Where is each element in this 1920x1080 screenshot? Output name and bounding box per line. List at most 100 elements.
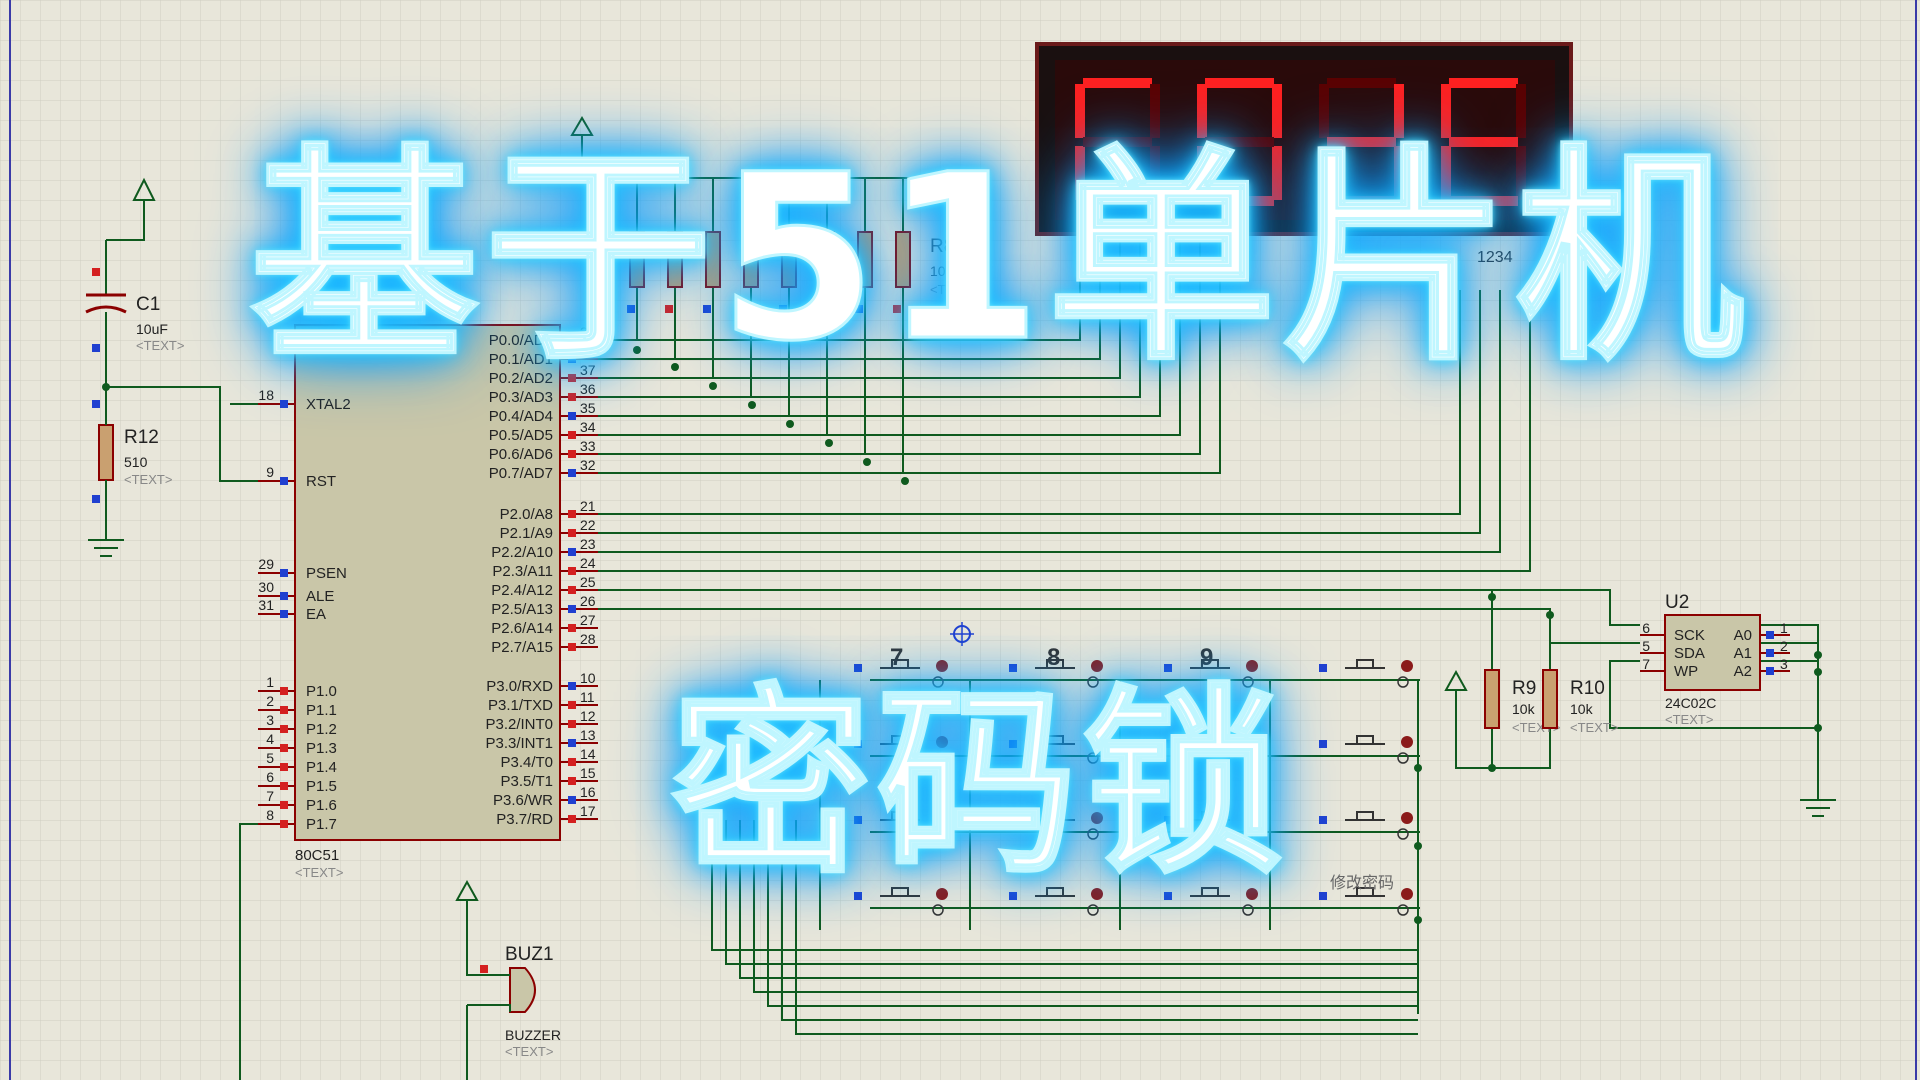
mcu-pin-label: P1.3	[306, 740, 337, 757]
eeprom-pin-number: 7	[1642, 656, 1650, 672]
mcu-pin-number: 8	[266, 807, 274, 823]
keypad-button[interactable]	[1164, 811, 1258, 840]
mcu-pin-label: P2.0/A8	[500, 506, 553, 523]
c1-text: <TEXT>	[136, 338, 184, 353]
resistor-r12[interactable]: R12 510 <TEXT>	[88, 387, 172, 557]
power-terminal-icon	[570, 116, 594, 136]
mcu-pin-label: P3.4/T0	[500, 754, 553, 771]
mcu-pin-label: PSEN	[306, 565, 347, 582]
mcu-pin-number: 10	[580, 670, 596, 686]
mcu-pin-number: 38	[580, 343, 596, 359]
eeprom-pin-label: SCK	[1674, 627, 1705, 644]
eeprom-pin-label: WP	[1674, 663, 1698, 680]
mcu-pin-label: P1.1	[306, 702, 337, 719]
seven-segment-display[interactable]: 1234	[1035, 42, 1573, 266]
mcu-pin-number: 12	[580, 708, 596, 724]
keypad-button[interactable]	[1009, 735, 1103, 764]
mcu-pin-number: 25	[580, 574, 596, 590]
mcu-pin-label: P0.6/AD6	[489, 446, 553, 463]
wire-junctions	[102, 346, 1822, 924]
mcu-pin-label: P1.2	[306, 721, 337, 738]
mcu-pin-label: P1.7	[306, 816, 337, 833]
resistor-network[interactable]	[627, 178, 911, 313]
mcu-pin-label: XTAL2	[306, 396, 351, 413]
mcu-pin-label: P1.4	[306, 759, 337, 776]
mcu-pin-number: 31	[258, 597, 274, 613]
keypad-matrix[interactable]	[854, 659, 1413, 916]
mcu-pin-number: 18	[258, 387, 274, 403]
r12-text: <TEXT>	[124, 472, 172, 487]
keypad-button[interactable]	[1319, 735, 1413, 764]
video-title-line-2: 密码锁	[669, 668, 1289, 901]
mcu-pin-number: 3	[266, 712, 274, 728]
mcu-pin-label: P3.6/WR	[493, 792, 553, 809]
eeprom-pin-label: SDA	[1674, 645, 1705, 662]
keypad-button[interactable]	[854, 659, 948, 688]
r9-ref: R9	[1512, 678, 1536, 699]
seven-segment-digit	[1441, 78, 1526, 206]
key-label-8: 8	[1047, 644, 1060, 671]
mcu-pin-label: P0.1/AD1	[489, 351, 553, 368]
resistor-r10[interactable]: R10 10k <TEXT>	[1542, 669, 1618, 735]
keypad-button[interactable]	[1319, 887, 1413, 916]
keypad-button[interactable]	[1164, 887, 1258, 916]
mcu-pin-number: 30	[258, 579, 274, 595]
capacitor-c1[interactable]: C1 10uF <TEXT>	[85, 177, 184, 387]
buzzer-buz1[interactable]: BUZ1 BUZZER <TEXT>	[455, 879, 561, 1080]
keypad-button[interactable]	[1164, 659, 1258, 688]
video-title-line-1: 基于51单片机	[249, 125, 1750, 391]
mcu-pin-number: 35	[580, 400, 596, 416]
mcu-pin-number: 39	[580, 324, 596, 340]
mcu-pin-label: P0.4/AD4	[489, 408, 553, 425]
mcu-pin-label: P3.5/T1	[500, 773, 553, 790]
mcu-pin-label: P3.3/INT1	[485, 735, 553, 752]
mcu-pin-number: 4	[266, 731, 274, 747]
mcu-pin-number: 13	[580, 727, 596, 743]
mcu-pin-label: P1.0	[306, 683, 337, 700]
mcu-pin-number: 17	[580, 803, 596, 819]
r10-text: <TEXT>	[1570, 720, 1618, 735]
mcu-pin-label: ALE	[306, 588, 334, 605]
eeprom-pin-label: A1	[1734, 645, 1752, 662]
mcu-pin-label: EA	[306, 606, 326, 623]
r8-ref: R8	[930, 236, 954, 257]
r8-text: <TEXT>	[930, 282, 978, 297]
wires	[106, 135, 1819, 1080]
keypad-button[interactable]	[1319, 811, 1413, 840]
mcu-pin-number: 26	[580, 593, 596, 609]
r10-value: 10k	[1570, 701, 1594, 717]
mcu-pin-label: P3.1/TXD	[488, 697, 553, 714]
power-terminal-icon	[1444, 669, 1468, 691]
keypad-button[interactable]	[1009, 659, 1103, 688]
keypad-button[interactable]	[854, 887, 948, 916]
keypad-button[interactable]	[1009, 811, 1103, 840]
mcu-text: <TEXT>	[295, 865, 343, 880]
mcu-pin-number: 21	[580, 498, 596, 514]
mcu-pin-label: P2.1/A9	[500, 525, 553, 542]
u2-ref: U2	[1665, 592, 1689, 613]
keypad-button[interactable]	[1319, 659, 1413, 688]
key-label-7: 7	[890, 644, 903, 671]
mcu-pin-number: 14	[580, 746, 596, 762]
keypad-button[interactable]	[1164, 735, 1258, 764]
eeprom-pin-label: A0	[1734, 627, 1752, 644]
seven-segment-digit	[1075, 78, 1160, 206]
buz1-value: BUZZER	[505, 1027, 561, 1043]
mcu-pin-label: P2.5/A13	[491, 601, 553, 618]
buz1-text: <TEXT>	[505, 1044, 553, 1059]
mcu-pin-number: 23	[580, 536, 596, 552]
eeprom-pin-number: 6	[1642, 620, 1650, 636]
mcu-pin-number: 6	[266, 769, 274, 785]
resistor-r9[interactable]: R9 10k <TEXT>	[1484, 669, 1560, 735]
keypad-button[interactable]	[1009, 887, 1103, 916]
mcu-pin-label: P3.0/RXD	[486, 678, 553, 695]
keypad-button[interactable]	[854, 735, 948, 764]
buz1-ref: BUZ1	[505, 944, 554, 965]
mcu-pin-label: P3.2/INT0	[485, 716, 553, 733]
mcu-80c51[interactable]: 18XTAL29RST29PSEN30ALE31EA1P1.02P1.13P1.…	[258, 324, 598, 880]
seven-segment-digit	[1319, 78, 1404, 206]
keypad-button[interactable]	[854, 811, 948, 840]
crosshair-cursor-icon	[950, 622, 974, 646]
